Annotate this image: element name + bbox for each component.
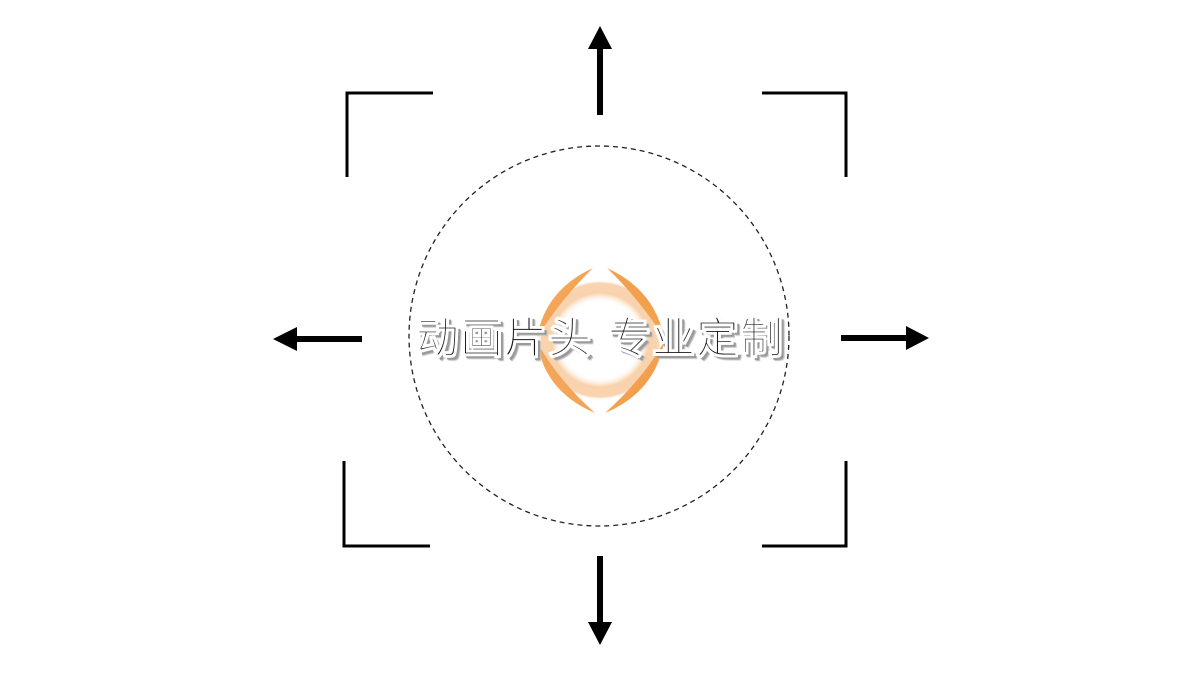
arrow-left-icon bbox=[273, 327, 362, 351]
arrow-up-icon bbox=[588, 26, 612, 115]
frame-corner-bottom-right bbox=[762, 461, 848, 548]
orange-logo-icon bbox=[537, 268, 664, 413]
arrow-down-icon bbox=[588, 556, 612, 645]
frame-corner-top-left bbox=[345, 91, 433, 177]
slide-title: 动画片头 专业定制 bbox=[416, 314, 784, 365]
arrow-right-icon bbox=[841, 326, 929, 350]
frame-corner-bottom-left bbox=[342, 461, 430, 548]
frame-corner-top-right bbox=[762, 91, 848, 177]
dashed-circle bbox=[408, 145, 790, 527]
